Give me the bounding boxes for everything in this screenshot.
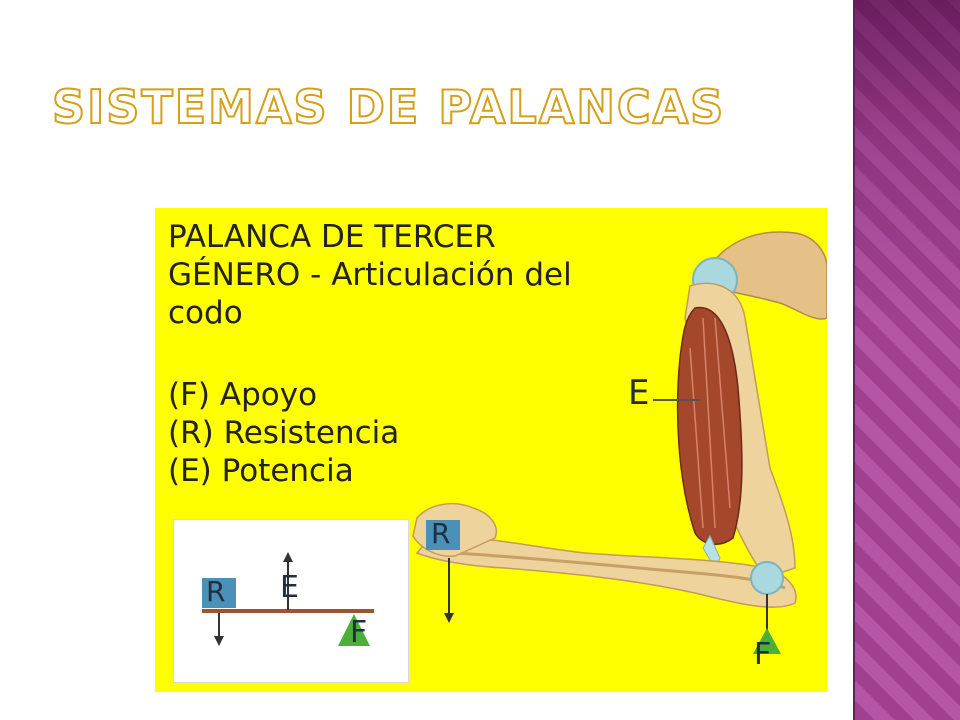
slide-title: Sistemas de palancas [51, 80, 726, 134]
lever-illustration: PALANCA DE TERCER GÉNERO - Articulación … [155, 208, 827, 692]
arm-effort-label: E [628, 373, 650, 413]
inset-fulcrum-label: F [350, 615, 368, 650]
inset-resistance-label: R [206, 575, 226, 608]
legend-resistencia: (R) Resistencia [168, 415, 400, 451]
resistance-arrowhead [444, 613, 454, 623]
elbow-joint [750, 561, 784, 595]
figure-heading-line3: codo [168, 295, 243, 331]
inset-fulcrum-triangle [338, 614, 370, 646]
shoulder-bone [702, 231, 827, 320]
biceps-striations [689, 317, 731, 529]
arm-resistance-tag [426, 520, 460, 550]
legend-potencia: (E) Potencia [168, 453, 354, 489]
effort-arrowhead [283, 552, 293, 562]
legend-apoyo: (F) Apoyo [168, 377, 318, 413]
forearm [415, 536, 797, 608]
arm-resistance-label: R [431, 517, 451, 550]
inset-effort-label: E [280, 570, 299, 605]
figure-heading-line1: PALANCA DE TERCER [168, 219, 496, 255]
inset-resistance-box [202, 578, 236, 608]
lever-schematic-inset: R E F [173, 519, 409, 683]
figure-heading-line2: GÉNERO - Articulación del [168, 257, 572, 293]
arm-drawing [412, 231, 827, 654]
arm-fulcrum-triangle [753, 628, 781, 654]
inset-resistance-arrowhead [214, 636, 224, 646]
decorative-side-band [853, 0, 960, 720]
arm-fulcrum-label: F [754, 637, 772, 672]
lever-schematic [202, 552, 374, 646]
